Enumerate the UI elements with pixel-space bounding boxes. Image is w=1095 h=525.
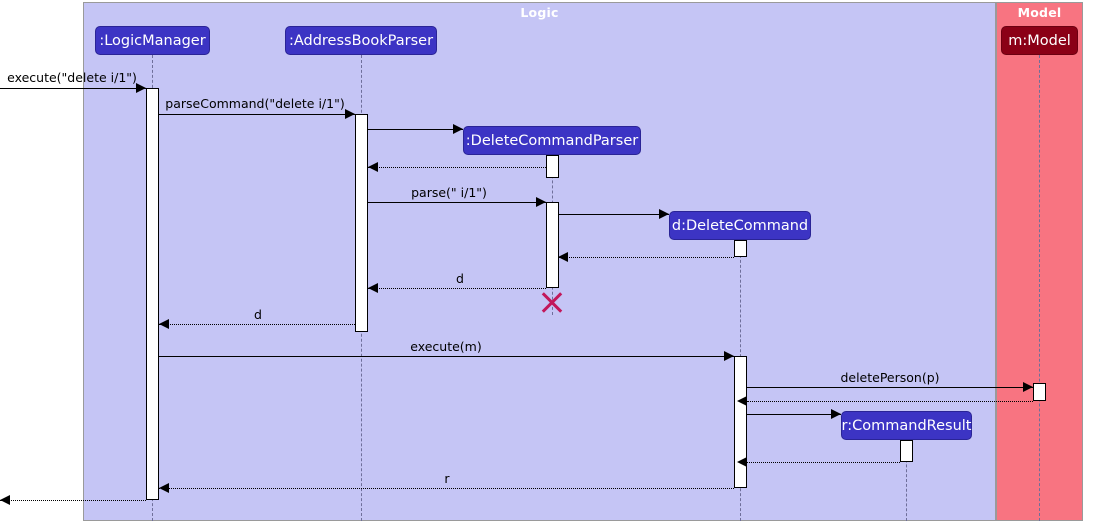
activation-delete-command bbox=[734, 356, 747, 488]
participant-delete-command-label: d:DeleteCommand bbox=[671, 217, 809, 234]
message-arrow-return-d-parser bbox=[368, 283, 378, 293]
message-line-return-actor bbox=[0, 500, 146, 501]
message-line-return-d-logic bbox=[159, 324, 355, 325]
participant-model[interactable]: m:Model bbox=[1001, 26, 1078, 55]
activation-address-book-parser bbox=[355, 114, 368, 332]
message-label-parse-command: parseCommand("delete i/1") bbox=[165, 96, 345, 111]
message-line-return-delete-command-parser bbox=[368, 167, 546, 168]
lifeline-model bbox=[1039, 55, 1040, 521]
participant-logic-manager[interactable]: :LogicManager bbox=[95, 26, 210, 55]
activation-delete-command-parser-create bbox=[546, 155, 559, 178]
message-line-return-model bbox=[747, 401, 1033, 402]
message-line-return-r bbox=[159, 488, 734, 489]
message-line-return-d-parser bbox=[368, 288, 546, 289]
participant-delete-command-parser[interactable]: :DeleteCommandParser bbox=[463, 126, 641, 155]
message-line-create-delete-command-parser bbox=[368, 129, 463, 130]
message-arrow-return-actor bbox=[0, 495, 10, 505]
activation-delete-command-create bbox=[734, 240, 747, 257]
message-label-return-d-parser: d bbox=[456, 271, 464, 286]
message-line-return-delete-command bbox=[558, 257, 734, 258]
message-arrow-delete-person bbox=[1023, 382, 1033, 392]
message-label-parse: parse(" i/1") bbox=[411, 185, 487, 200]
message-arrow-create-command-result bbox=[831, 409, 841, 419]
activation-logic-manager bbox=[146, 88, 159, 500]
participant-command-result-label: r:CommandResult bbox=[841, 417, 972, 434]
message-line-create-delete-command bbox=[558, 214, 669, 215]
message-arrow-parse bbox=[536, 197, 546, 207]
message-arrow-return-delete-command bbox=[558, 252, 568, 262]
message-label-execute: execute("delete i/1") bbox=[7, 70, 137, 85]
activation-command-result bbox=[900, 440, 913, 462]
lifeline-command-result bbox=[906, 440, 907, 521]
activation-model bbox=[1033, 383, 1046, 401]
message-line-execute-m bbox=[159, 356, 734, 357]
message-line-execute bbox=[0, 88, 146, 89]
message-arrow-return-model bbox=[737, 396, 747, 406]
message-arrow-return-delete-command-parser bbox=[368, 162, 378, 172]
message-arrow-create-delete-command bbox=[659, 209, 669, 219]
participant-model-label: m:Model bbox=[1008, 32, 1071, 49]
message-label-delete-person: deletePerson(p) bbox=[840, 370, 940, 385]
message-label-return-r: r bbox=[444, 471, 450, 486]
message-arrow-return-d-logic bbox=[159, 319, 169, 329]
message-line-delete-person bbox=[747, 387, 1033, 388]
participant-logic-manager-label: :LogicManager bbox=[99, 32, 206, 49]
message-line-parse-command bbox=[159, 114, 355, 115]
message-line-parse bbox=[368, 202, 546, 203]
message-arrow-execute-m bbox=[724, 351, 734, 361]
message-arrow-return-r bbox=[159, 483, 169, 493]
message-line-create-command-result bbox=[747, 414, 841, 415]
participant-address-book-parser-label: :AddressBookParser bbox=[288, 32, 434, 49]
activation-delete-command-parser bbox=[546, 202, 559, 288]
message-arrow-execute bbox=[136, 83, 146, 93]
region-model-title: Model bbox=[1017, 5, 1062, 20]
participant-delete-command-parser-label: :DeleteCommandParser bbox=[465, 132, 639, 149]
region-logic: Logic bbox=[83, 2, 996, 521]
message-arrow-return-command-result bbox=[737, 457, 747, 467]
message-arrow-parse-command bbox=[345, 109, 355, 119]
participant-command-result[interactable]: r:CommandResult bbox=[841, 411, 972, 440]
message-label-return-d-logic: d bbox=[254, 307, 262, 322]
participant-delete-command[interactable]: d:DeleteCommand bbox=[669, 211, 811, 240]
message-line-return-command-result bbox=[747, 462, 900, 463]
region-logic-title: Logic bbox=[520, 5, 559, 20]
participant-address-book-parser[interactable]: :AddressBookParser bbox=[285, 26, 437, 55]
destroy-marker-delete-command-parser bbox=[539, 289, 565, 315]
message-arrow-create-delete-command-parser bbox=[453, 124, 463, 134]
message-label-execute-m: execute(m) bbox=[410, 339, 482, 354]
